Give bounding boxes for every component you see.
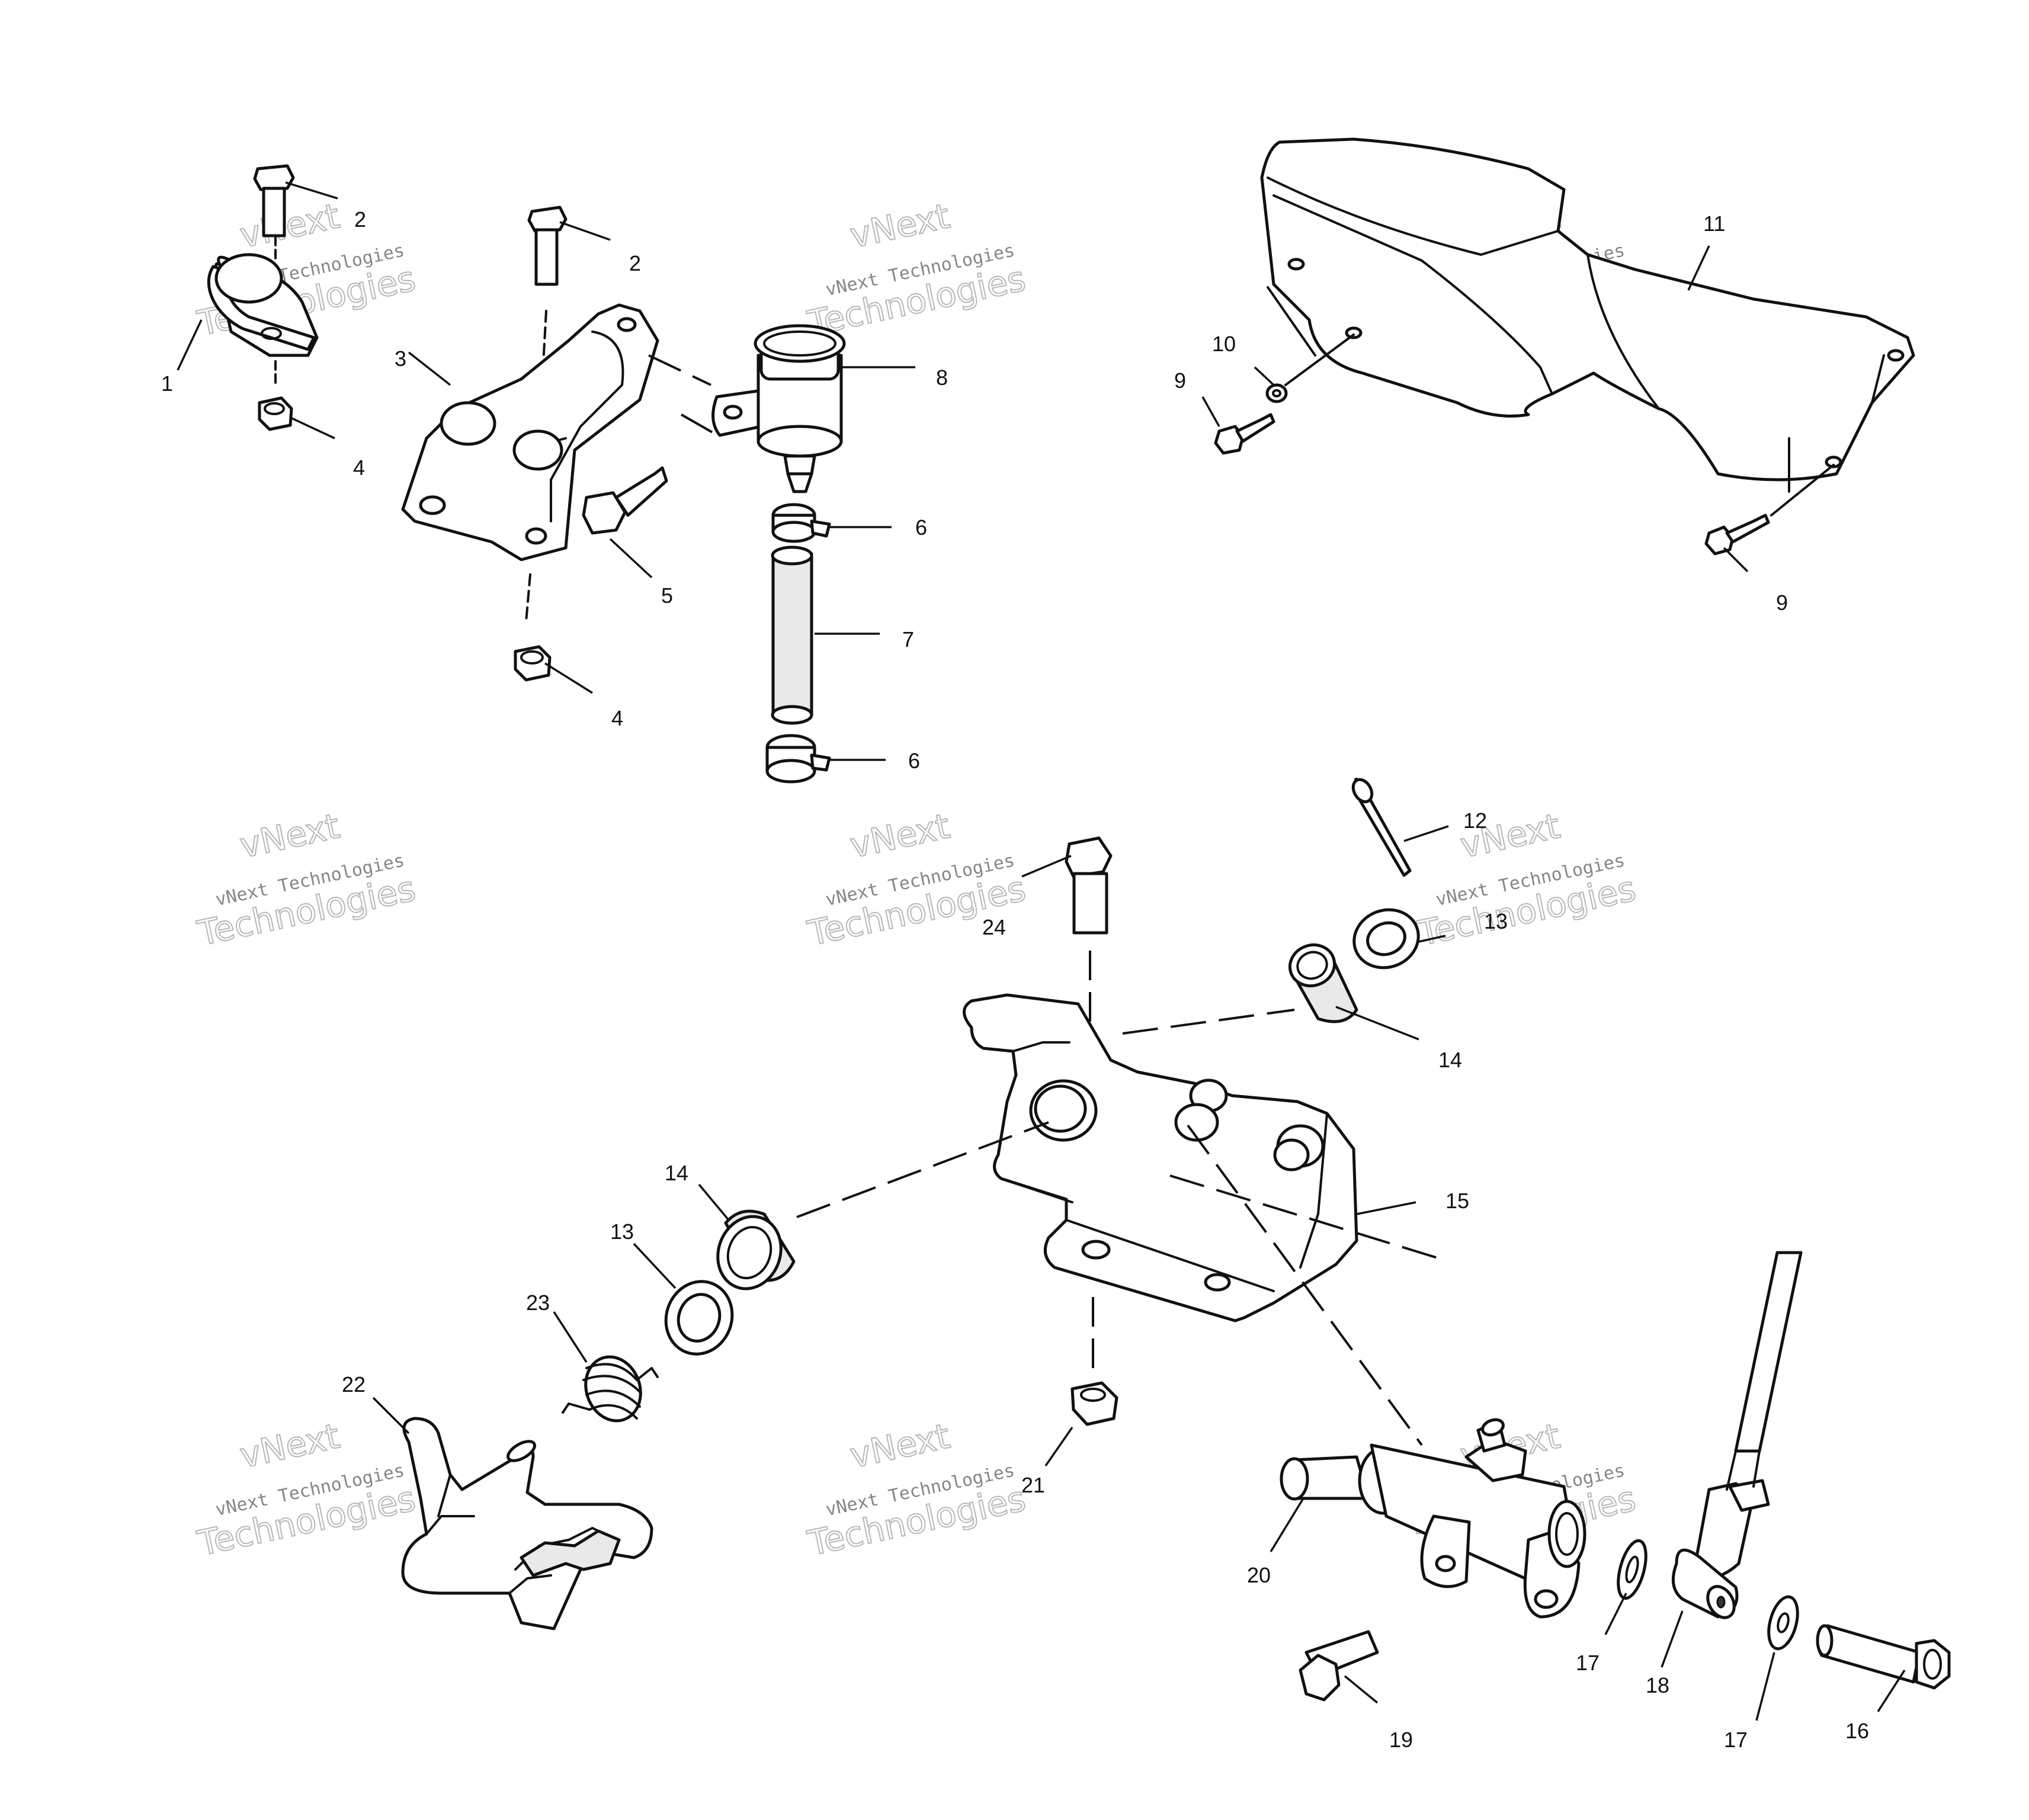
callout-21: 21: [1021, 1473, 1045, 1497]
callout-2: 2: [354, 207, 366, 232]
callout-8: 8: [936, 365, 948, 390]
callout-17: 17: [1576, 1651, 1600, 1675]
bracket-part-15: [963, 993, 1358, 1323]
shaft-part-20: [1280, 1418, 1586, 1619]
callout-13: 13: [610, 1219, 634, 1244]
callout-5: 5: [661, 583, 673, 608]
bolt-part-19: [1299, 1630, 1379, 1702]
leader-lines: [177, 181, 1906, 1721]
bracket-assembly: [401, 206, 659, 682]
bolt-part-24: [1065, 836, 1113, 935]
callout-15: 15: [1445, 1189, 1469, 1213]
reservoir-assembly: [648, 324, 846, 784]
callout-4: 4: [611, 706, 623, 730]
watermark-text: vNext: [847, 805, 953, 866]
callout-1: 1: [161, 371, 173, 396]
callout-10: 10: [1212, 332, 1236, 356]
callout-18: 18: [1646, 1673, 1669, 1697]
washer-part-13: [664, 1280, 734, 1356]
watermark-text: vNext: [847, 195, 953, 256]
callout-12: 12: [1463, 808, 1487, 833]
callout-4: 4: [353, 455, 365, 480]
reservoir-part-8: [711, 324, 846, 493]
callout-9: 9: [1776, 590, 1788, 615]
clamp-part-6: [771, 503, 831, 543]
bracket-part-3: [401, 303, 659, 561]
washer-part-17: [1767, 1595, 1799, 1651]
bolt-part-2: [527, 206, 568, 286]
shroud-part-11: [1260, 137, 1915, 482]
bolt-part-5: [582, 466, 668, 535]
washer-part-17: [1617, 1539, 1647, 1600]
callout-7: 7: [902, 627, 914, 651]
clamp-part-6: [765, 734, 831, 784]
callout-14: 14: [665, 1161, 688, 1185]
bolt-part-16: [1816, 1624, 1951, 1690]
callout-13: 13: [1484, 909, 1508, 933]
callout-9: 9: [1174, 368, 1186, 393]
watermark-text: vNext: [236, 805, 343, 866]
callout-20: 20: [1247, 1563, 1271, 1587]
callout-24: 24: [982, 915, 1006, 939]
lever-part-22: [401, 1417, 653, 1630]
nut-part-21: [1070, 1381, 1118, 1426]
screw-part-9: [1214, 413, 1275, 455]
callout-22: 22: [342, 1372, 366, 1397]
watermark-text: vNext: [847, 1415, 953, 1476]
watermark-text: vNext: [236, 195, 343, 256]
bolt-part-2: [253, 164, 295, 237]
washer-part-10: [1265, 383, 1288, 403]
callout-6: 6: [915, 515, 927, 540]
cable-part-18: [1671, 1251, 1803, 1619]
shroud-assembly: [1214, 137, 1915, 556]
callout-6: 6: [908, 749, 920, 773]
nut-part-4: [258, 396, 293, 431]
callout-16: 16: [1845, 1719, 1869, 1743]
callout-14: 14: [1438, 1048, 1462, 1072]
callout-3: 3: [395, 346, 406, 371]
callout-19: 19: [1389, 1728, 1413, 1752]
clamp-assembly: [207, 164, 319, 431]
callout-labels: 2 1 4 2 3 5 4 8 6 7 6 10 9 11 9 12 13 14…: [161, 207, 1869, 1752]
bushing-part-14: [1288, 943, 1358, 1023]
callout-11: 11: [1703, 211, 1725, 236]
watermark-text: vNext: [236, 1415, 343, 1476]
callout-2: 2: [629, 251, 641, 275]
washer-part-13: [1352, 908, 1420, 970]
nut-part-4: [514, 645, 552, 682]
pin-part-12: [1351, 778, 1412, 877]
hose-part-7: [771, 545, 813, 725]
callout-23: 23: [526, 1291, 550, 1315]
bushing-part-14: [716, 1209, 796, 1291]
callout-17: 17: [1724, 1728, 1748, 1752]
clamp-part-1: [207, 253, 319, 357]
screw-part-9: [1704, 513, 1770, 556]
spring-part-23: [562, 1355, 659, 1423]
